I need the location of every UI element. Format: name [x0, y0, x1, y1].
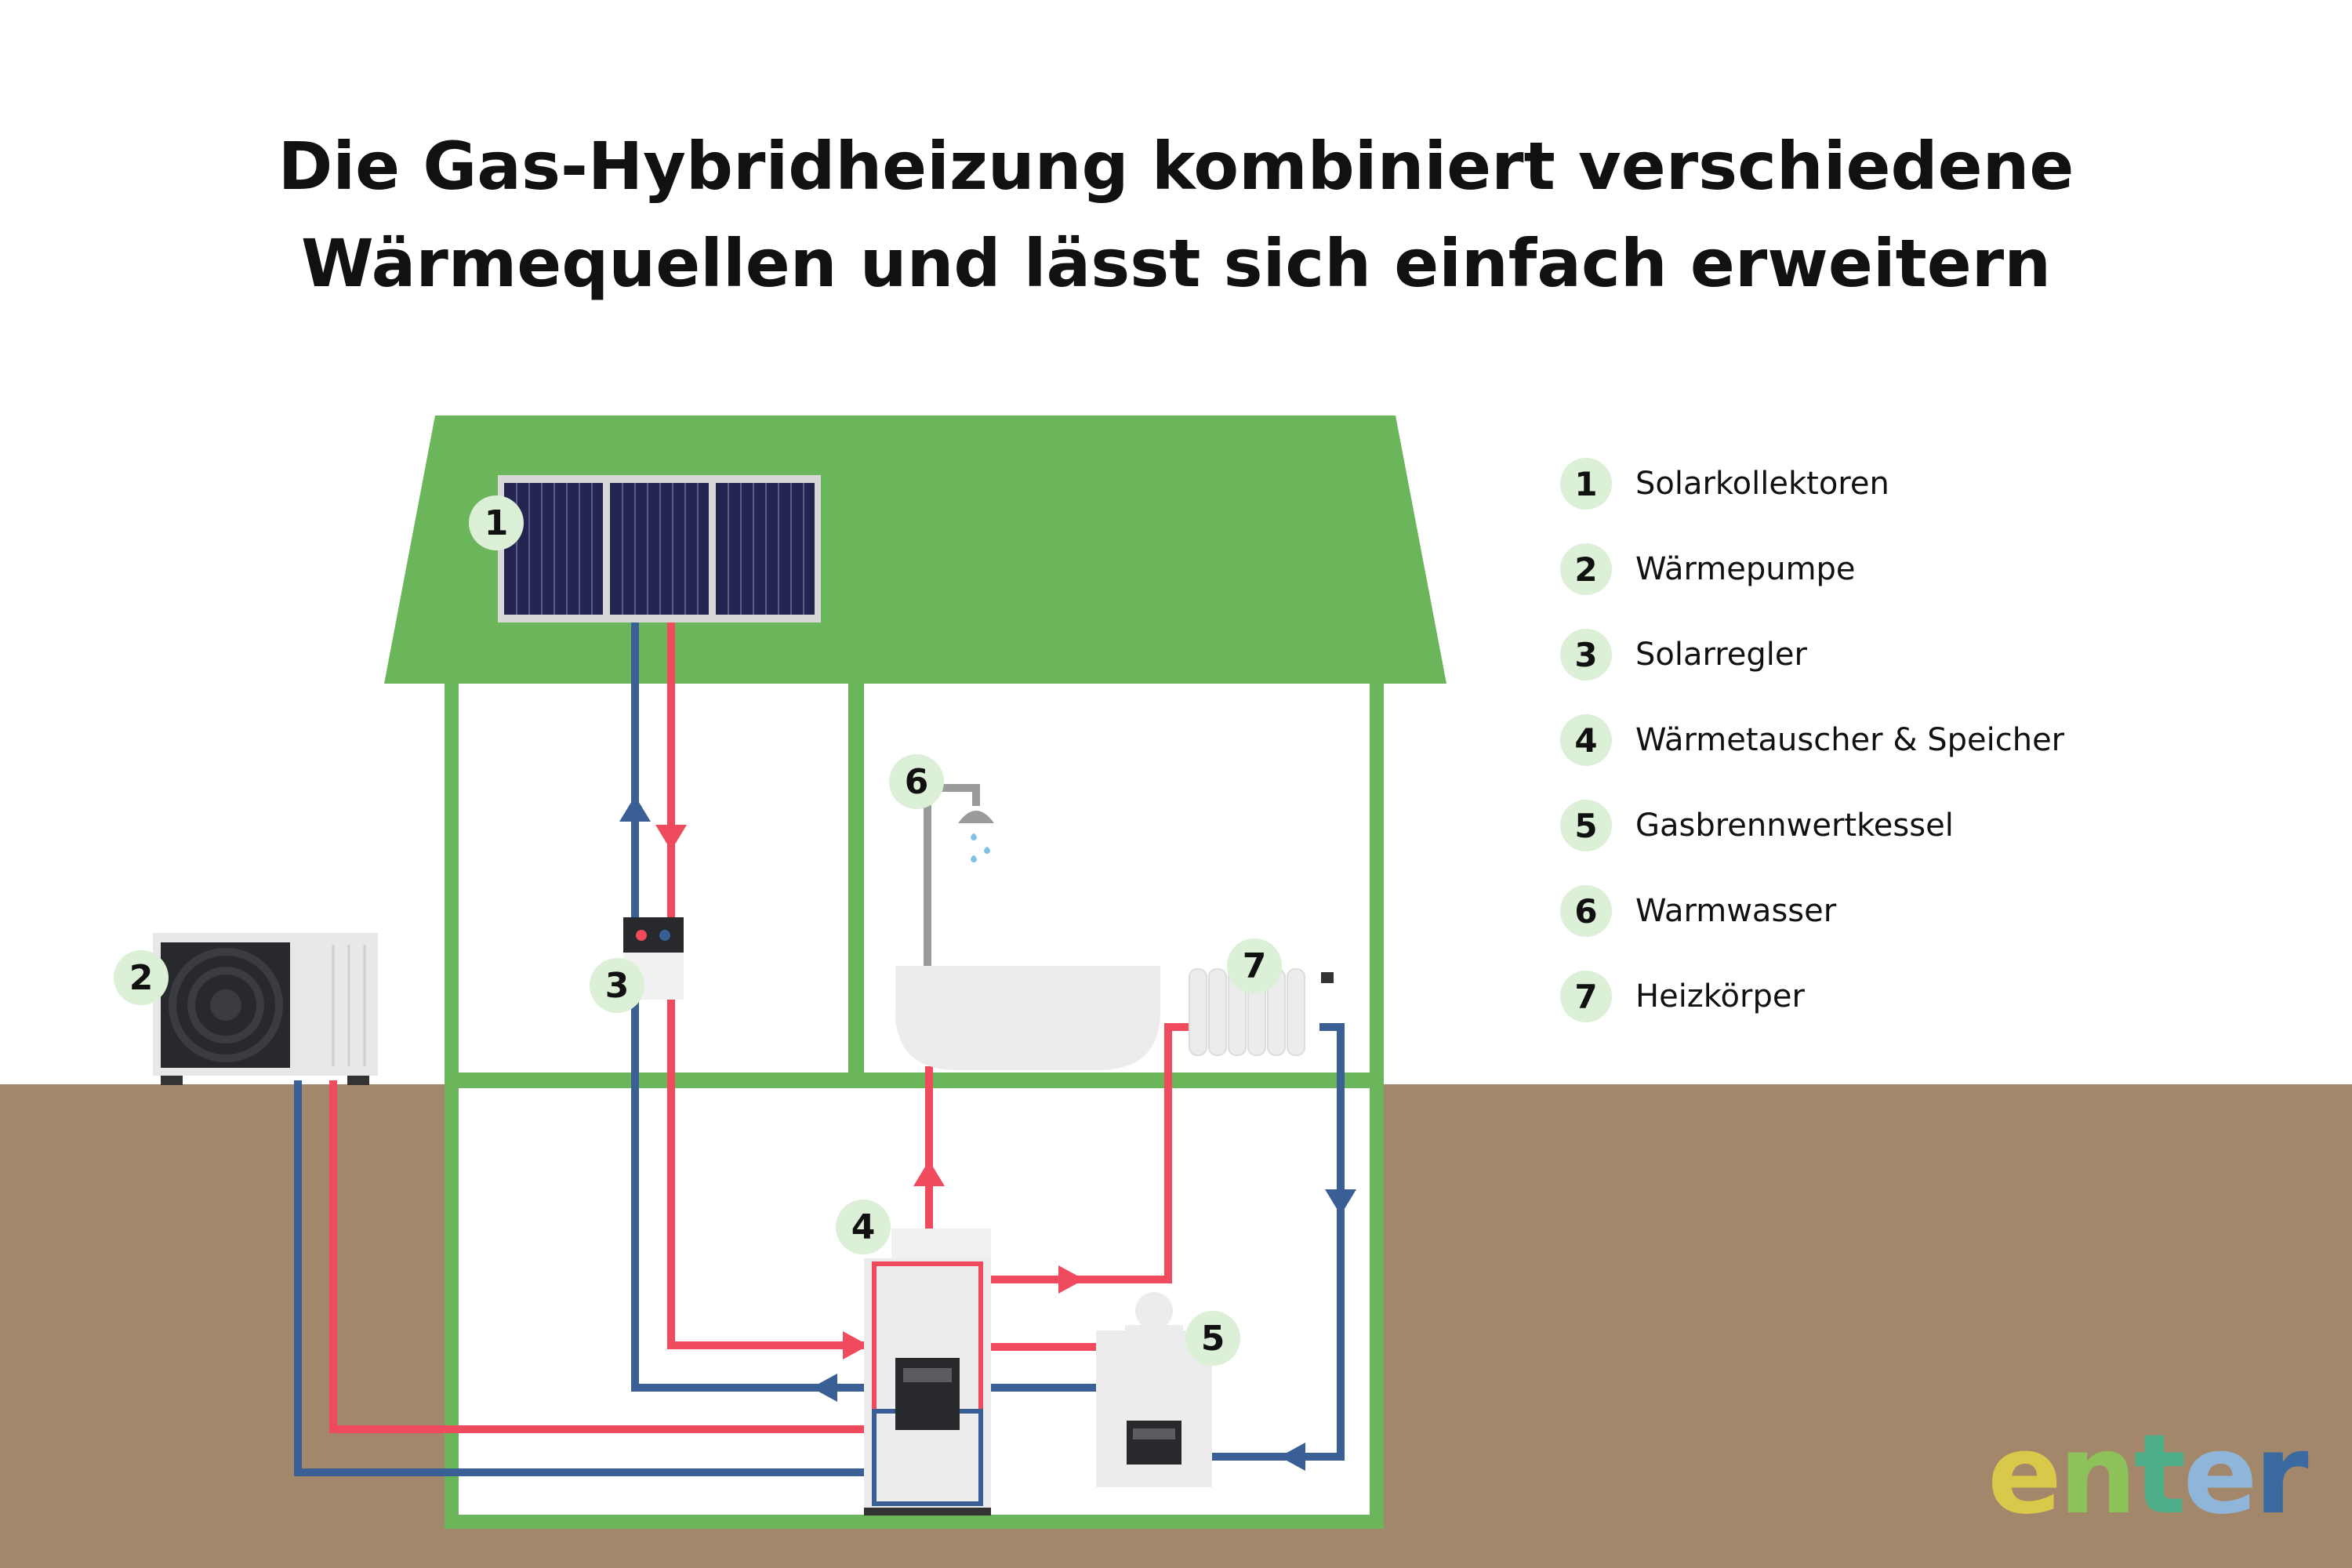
arrow-up-blue — [619, 796, 651, 822]
legend-label: Warmwasser — [1635, 893, 1837, 929]
solar-controller — [623, 917, 684, 1000]
hot-pipe-solar — [667, 622, 870, 1349]
legend-label: Heizkörper — [1635, 978, 1805, 1014]
heat-storage — [864, 1229, 991, 1515]
shower — [924, 784, 994, 968]
house-middle-floor — [445, 1073, 1384, 1088]
legend: 1 Solarkollektoren 2 Wärmepumpe 3 Solarr… — [1560, 458, 2266, 1061]
logo-letter: n — [2058, 1411, 2137, 1539]
badge-warm-water: 6 — [889, 754, 944, 809]
logo-letter: r — [2254, 1411, 2309, 1539]
logo-letter: e — [1987, 1411, 2062, 1539]
legend-label: Gasbrennwertkessel — [1635, 808, 1954, 844]
arrow-down-blue — [1325, 1189, 1356, 1215]
cold-pipes — [294, 622, 1345, 1476]
badge-heat-storage: 4 — [836, 1200, 891, 1254]
arrow-left-blue — [811, 1374, 837, 1402]
title-line-1: Die Gas-Hybridheizung kombiniert verschi… — [278, 128, 2074, 205]
cold-pipe-radiator-return — [1211, 1023, 1345, 1461]
bathtub — [895, 966, 1160, 1070]
legend-item: 7 Heizkörper — [1560, 971, 2266, 1022]
logo-letter: e — [2183, 1411, 2258, 1539]
badge-gas-boiler: 5 — [1185, 1311, 1240, 1366]
legend-number: 1 — [1560, 458, 1612, 510]
legend-number: 3 — [1560, 629, 1612, 681]
badge-heat-pump: 2 — [114, 950, 169, 1005]
solar-collectors — [498, 475, 821, 622]
legend-item: 1 Solarkollektoren — [1560, 458, 2266, 510]
house-wall-left — [445, 684, 459, 1529]
legend-number: 7 — [1560, 971, 1612, 1022]
arrow-left-blue-2 — [1279, 1443, 1305, 1471]
badge-solar-collectors: 1 — [469, 495, 524, 550]
legend-number: 5 — [1560, 800, 1612, 851]
arrow-right-red-2 — [1058, 1265, 1084, 1294]
arrow-up-red — [913, 1160, 945, 1186]
legend-item: 6 Warmwasser — [1560, 885, 2266, 937]
legend-item: 4 Wärmetauscher & Speicher — [1560, 714, 2266, 766]
legend-item: 2 Wärmepumpe — [1560, 543, 2266, 595]
legend-item: 5 Gasbrennwertkessel — [1560, 800, 2266, 851]
diagram-title: Die Gas-Hybridheizung kombiniert verschi… — [0, 118, 2352, 312]
badge-radiator: 7 — [1227, 938, 1282, 993]
cold-pipe-solar — [631, 622, 870, 1392]
legend-label: Solarregler — [1635, 637, 1807, 673]
legend-number: 4 — [1560, 714, 1612, 766]
legend-label: Solarkollektoren — [1635, 466, 1889, 502]
title-line-2: Wärmequellen und lässt sich einfach erwe… — [301, 225, 2051, 302]
house-partition — [848, 684, 864, 1080]
legend-label: Wärmepumpe — [1635, 551, 1856, 587]
arrow-down-red — [655, 825, 687, 851]
legend-label: Wärmetauscher & Speicher — [1635, 722, 2065, 758]
badge-solar-controller: 3 — [590, 958, 644, 1013]
heat-pump — [153, 933, 378, 1085]
hot-pipes — [329, 622, 1192, 1433]
arrow-right-red — [843, 1331, 869, 1359]
house-wall-right — [1370, 684, 1384, 1529]
house-floor — [445, 1515, 1384, 1529]
radiator — [1189, 968, 1334, 1056]
hot-pipe-heatpump — [329, 1080, 874, 1433]
legend-item: 3 Solarregler — [1560, 629, 2266, 681]
legend-number: 2 — [1560, 543, 1612, 595]
logo-letter: t — [2133, 1411, 2187, 1539]
cold-pipe-heatpump — [294, 1080, 874, 1476]
legend-number: 6 — [1560, 885, 1612, 937]
enter-logo: enter — [1987, 1411, 2309, 1539]
